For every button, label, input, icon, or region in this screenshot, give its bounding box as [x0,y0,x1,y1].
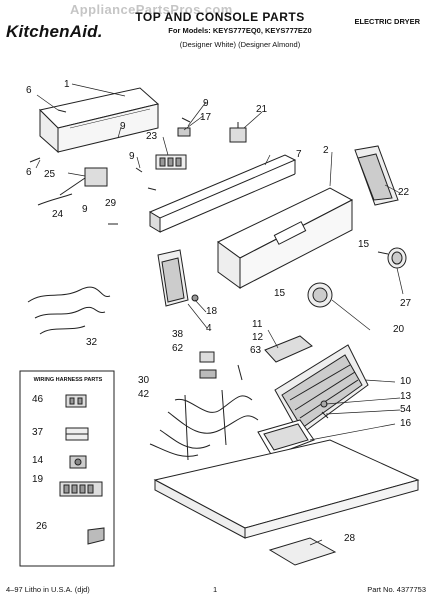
callout-29: 29 [105,198,117,209]
callout-15: 15 [358,239,370,250]
callout-46: 46 [32,394,44,405]
callout-37: 37 [32,427,44,438]
panel-10 [274,344,369,436]
callout-9: 9 [120,121,126,132]
leader-lines [35,83,404,546]
callout-38: 38 [172,329,184,340]
component-25 [59,167,108,196]
harness-parts-icons [59,394,105,545]
footer-part-number: Part No. 4377753 [367,585,426,594]
callout-24: 24 [52,209,64,220]
wire-harness-32 [27,286,111,335]
callout-16: 16 [400,418,412,429]
left-end-cap-4 [157,249,199,307]
part-37-icon [65,427,89,441]
watermark: AppliancePartsPros.com [70,2,233,17]
callout-54: 54 [400,404,412,415]
callout-13: 13 [400,391,412,402]
callout-32: 32 [86,337,98,348]
callout-62: 62 [172,343,184,354]
duct-16 [257,419,315,457]
callout-12: 12 [252,332,264,343]
model-numbers: For Models: KEYS777EQ0, KEYS777EZ0 [168,26,312,35]
callout-21: 21 [256,104,268,115]
terminal-block-23 [155,154,187,170]
callout-42: 42 [138,389,150,400]
footer-page-number: 1 [213,585,218,594]
callout-6: 6 [26,85,32,96]
part-14-icon [69,455,87,469]
callout-2: 2 [323,145,329,156]
callout-23: 23 [146,131,158,142]
callout-9: 9 [203,98,209,109]
callout-7: 7 [296,149,302,160]
callout-6: 6 [26,167,32,178]
callout-9: 9 [82,204,88,215]
end-cap-22 [354,145,399,206]
callout-28: 28 [344,533,356,544]
harness-box-title: WIRING HARNESS PARTS [33,377,103,383]
callout-20: 20 [393,324,405,335]
wiring-harness-box [19,370,115,567]
callout-15: 15 [274,288,286,299]
callout-18: 18 [206,306,218,317]
page-title: TOP AND CONSOLE PARTS [135,10,305,24]
wire-harness-30 [149,389,259,461]
callout-17: 17 [200,112,212,123]
dryer-top-panel [153,439,420,539]
callout-10: 10 [400,376,412,387]
callout-27: 27 [400,298,412,309]
screws [29,109,191,225]
part-17 [177,127,191,137]
part-46-icon [65,394,87,408]
callout-9: 9 [129,151,135,162]
bracket-11 [264,335,313,363]
console-bracket-7 [148,154,297,233]
color-variants: (Designer White) (Designer Almond) [179,40,301,49]
part-28 [268,537,337,566]
callout-22: 22 [398,187,410,198]
wire-24 [37,193,73,206]
callout-11: 11 [252,319,263,330]
callout-26: 26 [36,521,48,532]
knob-20 [307,282,333,308]
screw-54 [321,411,329,419]
callout-19: 19 [32,474,44,485]
callout-30: 30 [138,375,150,386]
switch-21 [229,122,247,143]
brand-logo: KitchenAid. [6,22,103,41]
callout-1: 1 [64,79,70,90]
part-26-icon [87,527,105,545]
callout-63: 63 [250,345,262,356]
part-19-icon [59,481,103,497]
control-panel-rear [39,87,160,154]
parts-cluster-38 [199,351,243,381]
console-2 [217,187,354,289]
product-type: ELECTRIC DRYER [354,17,420,26]
callout-4: 4 [206,323,212,334]
callout-14: 14 [32,455,44,466]
callout-25: 25 [44,169,56,180]
footer-litho: 4–97 Litho in U.S.A. (djd) [6,585,90,594]
knob-27 [377,247,407,269]
